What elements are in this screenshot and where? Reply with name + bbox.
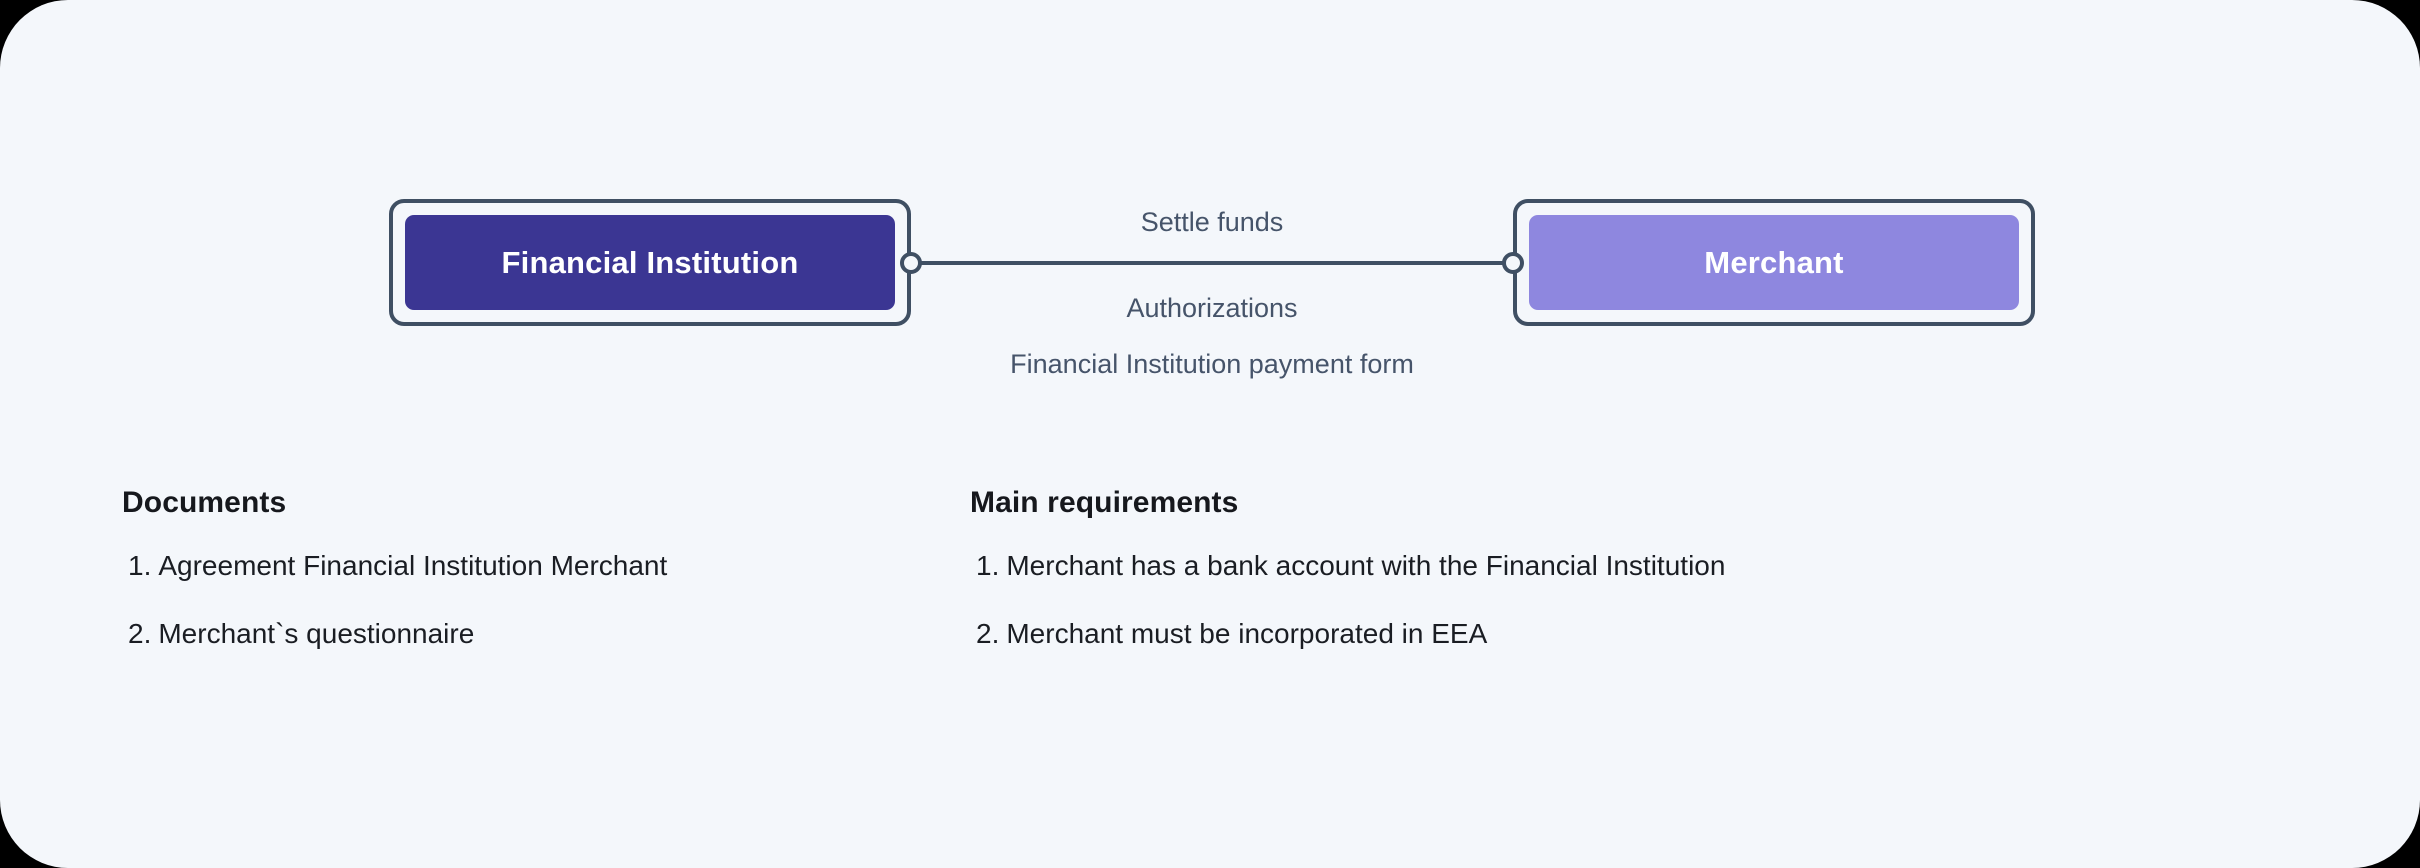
list-main-requirements: 1.Merchant has a bank account with the F… (970, 548, 2070, 651)
list-item: 1.Agreement Financial Institution Mercha… (122, 548, 942, 583)
list-item-number: 1. (128, 550, 152, 581)
list-item: 1.Merchant has a bank account with the F… (970, 548, 2070, 583)
node-financial-institution-fill: Financial Institution (405, 215, 895, 310)
list-item-text: Merchant has a bank account with the Fin… (1006, 550, 1726, 581)
node-merchant[interactable]: Merchant (1513, 199, 2035, 326)
heading-main-requirements: Main requirements (970, 486, 1239, 519)
list-item: 2.Merchant must be incorporated in EEA (970, 616, 2070, 651)
column-documents: Documents 1.Agreement Financial Institut… (122, 486, 942, 651)
node-merchant-fill: Merchant (1529, 215, 2019, 310)
node-merchant-label: Merchant (1704, 244, 1844, 280)
list-item-number: 1. (976, 550, 1000, 581)
connector-dot-left-icon (900, 252, 922, 274)
node-financial-institution-label: Financial Institution (501, 244, 799, 280)
connector-label-settle-funds: Settle funds (1140, 207, 1284, 237)
list-item-number: 2. (976, 618, 1000, 649)
heading-documents: Documents (122, 486, 287, 519)
list-documents: 1.Agreement Financial Institution Mercha… (122, 548, 942, 651)
connector-label-authorizations: Authorizations (1126, 293, 1298, 323)
list-item-text: Agreement Financial Institution Merchant (158, 550, 668, 581)
column-main-requirements: Main requirements 1.Merchant has a bank … (970, 486, 2070, 651)
list-item-text: Merchant`s questionnaire (158, 618, 475, 649)
relationship-diagram: Financial Institution Merchant Settle fu… (0, 0, 2420, 420)
list-item: 2.Merchant`s questionnaire (122, 616, 942, 651)
node-financial-institution[interactable]: Financial Institution (389, 199, 911, 326)
connector-dot-right-icon (1502, 252, 1524, 274)
list-item-text: Merchant must be incorporated in EEA (1006, 618, 1488, 649)
list-item-number: 2. (128, 618, 152, 649)
connector-line (911, 261, 1513, 265)
connector-label-payment-form: Financial Institution payment form (1010, 349, 1414, 379)
